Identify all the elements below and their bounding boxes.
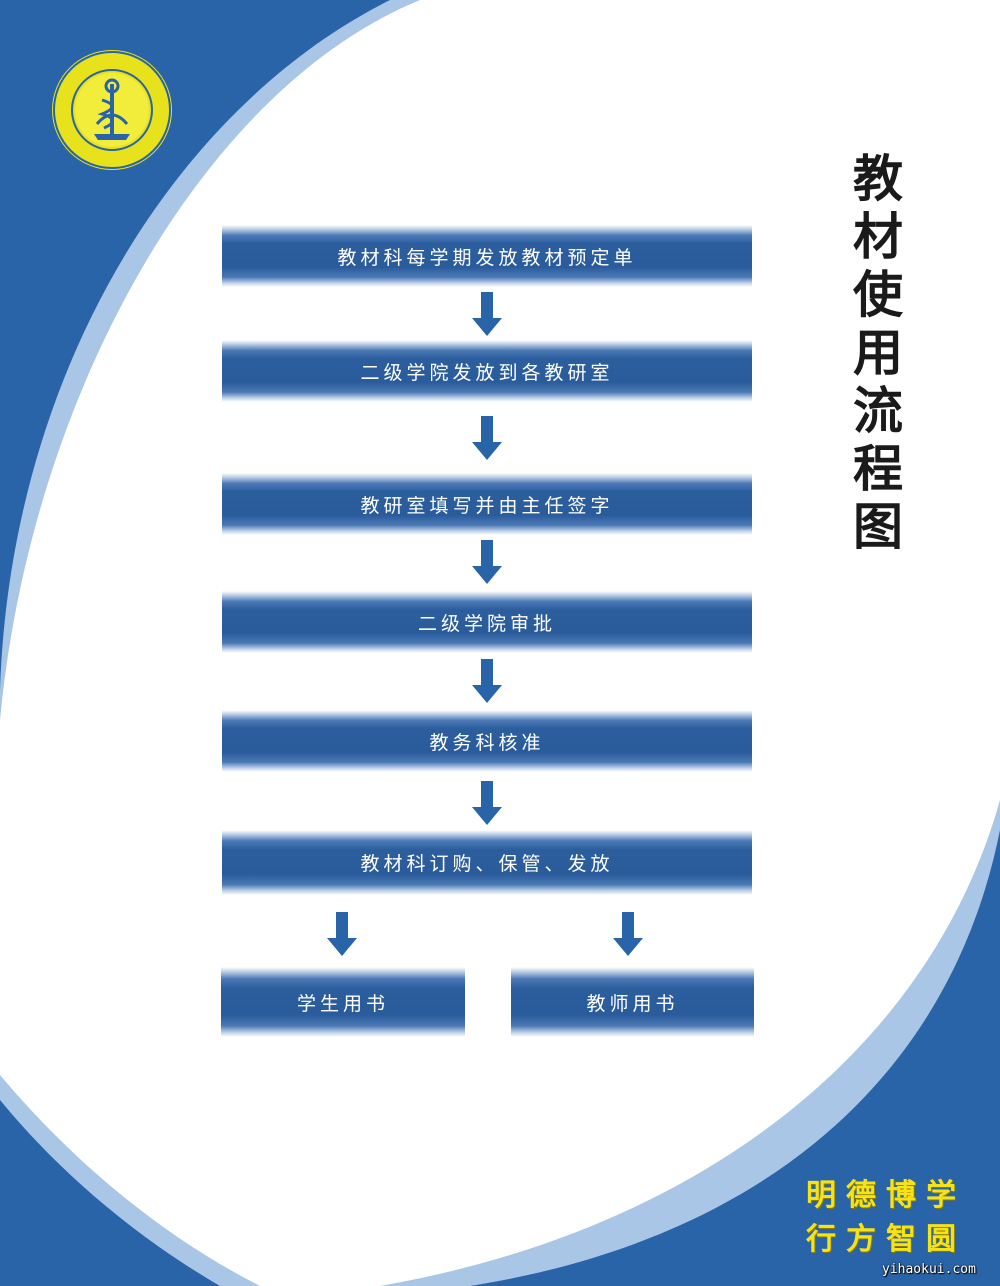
page-title-char: 流 <box>853 382 903 440</box>
page-title-char: 程 <box>853 440 903 498</box>
flow-step-6-label: 教材科订购、保管、发放 <box>360 853 614 875</box>
page-title-char: 教 <box>853 150 903 208</box>
down-arrow-icon <box>472 292 502 336</box>
motto-line-1: 明德博学 <box>806 1178 966 1213</box>
page-title: 教材使用流程图 <box>846 150 910 556</box>
bottom-left-blue-shape <box>0 1100 220 1286</box>
top-left-blue-shape <box>0 0 390 690</box>
down-arrow-icon <box>327 912 357 956</box>
flow-step-4-label: 二级学院审批 <box>417 612 556 635</box>
flow-step-3-label: 教研室填写并由主任签字 <box>360 494 614 517</box>
branch-student-books-label: 学生用书 <box>296 992 389 1015</box>
page-title-char: 图 <box>853 498 903 556</box>
down-arrow-icon <box>472 540 502 584</box>
down-arrow-icon <box>613 912 643 956</box>
down-arrow-icon <box>472 416 502 460</box>
flow-step-2: 二级学院发放到各教研室 <box>222 340 752 402</box>
flow-step-1: 教材科每学期发放教材预定单 <box>222 225 752 287</box>
branch-teacher-books: 教师用书 <box>511 967 754 1037</box>
bottom-right-blue-shape <box>470 830 1000 1286</box>
down-arrow-icon <box>472 781 502 825</box>
page-title-char: 用 <box>853 324 903 382</box>
flow-step-4: 二级学院审批 <box>222 591 752 653</box>
page-title-char: 使 <box>853 266 903 324</box>
motto-line-2: 行方智圆 <box>806 1222 966 1257</box>
watermark: yihaokui.com <box>882 1262 976 1277</box>
flow-step-6: 教材科订购、保管、发放 <box>222 830 752 895</box>
flow-step-1-label: 教材科每学期发放教材预定单 <box>337 246 637 269</box>
page-title-char: 材 <box>853 208 903 266</box>
flow-step-2-label: 二级学院发放到各教研室 <box>360 361 614 384</box>
university-logo <box>52 50 172 170</box>
down-arrow-icon <box>472 659 502 703</box>
flow-step-5: 教务科核准 <box>222 710 752 772</box>
flow-step-3: 教研室填写并由主任签字 <box>222 473 752 535</box>
motto: 明德博学 行方智圆 <box>806 1174 966 1262</box>
branch-teacher-books-label: 教师用书 <box>586 992 679 1015</box>
branch-student-books: 学生用书 <box>221 967 465 1037</box>
flow-step-5-label: 教务科核准 <box>429 731 545 754</box>
